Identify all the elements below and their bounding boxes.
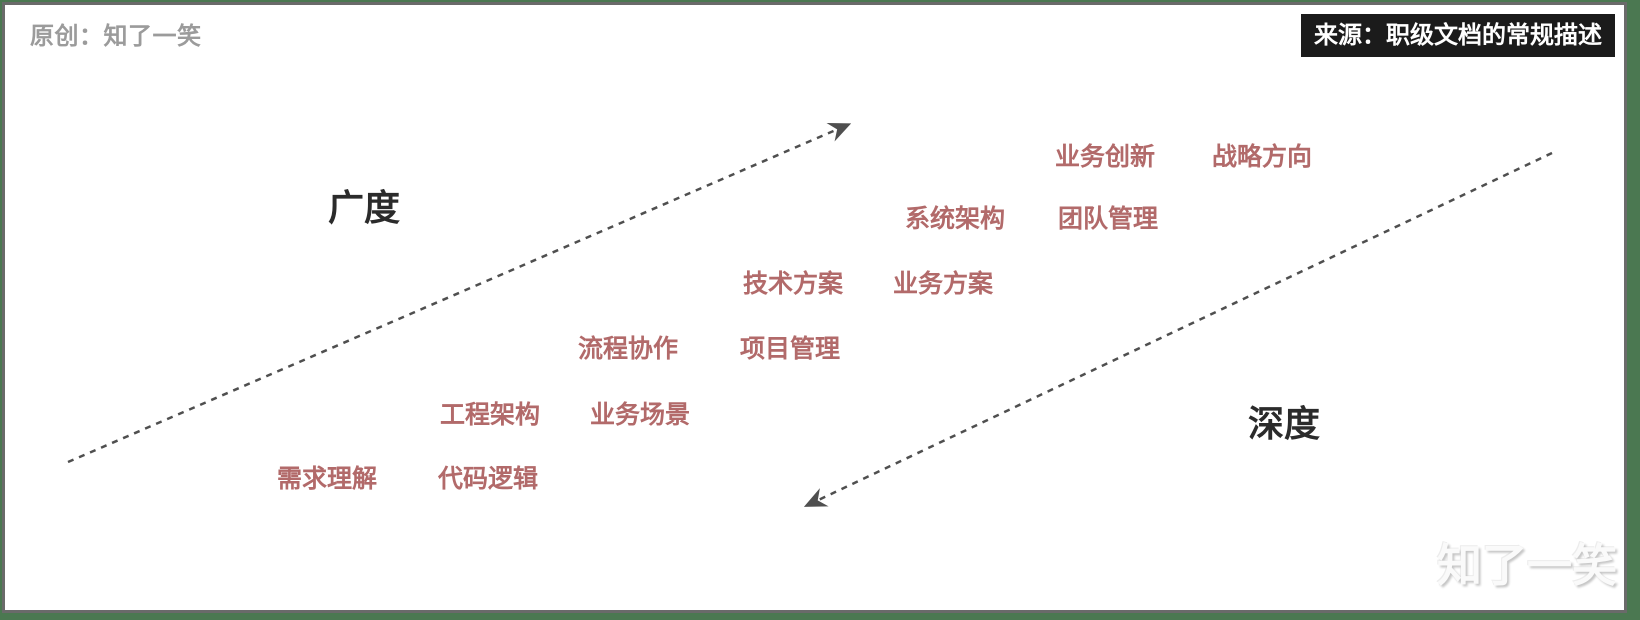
skill-label: 流程协作 [578, 335, 679, 363]
skill-label: 技术方案 [743, 270, 844, 298]
skill-label: 系统架构 [905, 205, 1006, 233]
source-badge: 来源：职级文档的常规描述 [1301, 14, 1615, 57]
skill-label: 需求理解 [277, 465, 378, 493]
skill-label: 项目管理 [740, 335, 841, 363]
skill-label: 工程架构 [440, 401, 541, 429]
skill-label: 团队管理 [1058, 205, 1159, 233]
attribution-text: 原创：知了一笑 [30, 23, 202, 50]
watermark: 知了一笑 [1436, 540, 1617, 591]
skill-label: 业务方案 [893, 270, 994, 298]
depth-axis-label: 深度 [1248, 403, 1321, 444]
skill-label: 战略方向 [1212, 143, 1313, 171]
skill-label: 业务创新 [1055, 143, 1156, 171]
skill-label: 代码逻辑 [438, 465, 539, 493]
breadth-axis-label: 广度 [328, 187, 401, 228]
slide-canvas [2, 2, 1627, 613]
skill-label: 业务场景 [590, 401, 691, 429]
